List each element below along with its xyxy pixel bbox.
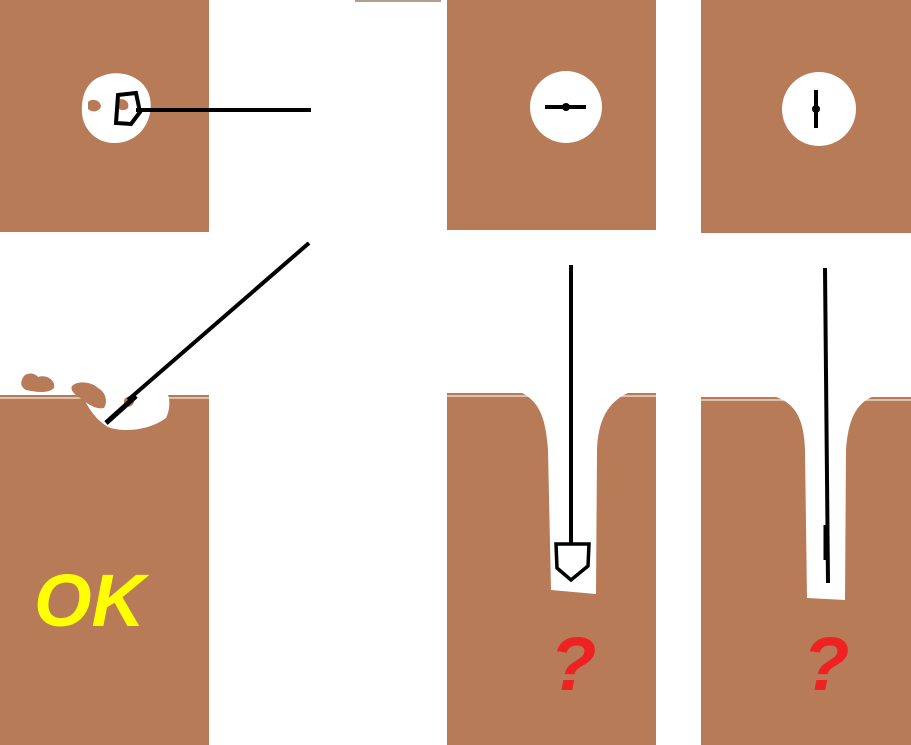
panel-2-deep-hole	[522, 393, 628, 594]
panel-3-shaft-center	[812, 105, 820, 113]
panel-2: ?	[447, 0, 656, 745]
panel-2-result-label: ?	[550, 622, 596, 707]
panel-3: ?	[701, 0, 911, 745]
panel-1-cutter-tip-icon	[113, 90, 143, 127]
panel-1-chip-left	[88, 99, 101, 112]
panel-1-chip-1	[21, 373, 55, 392]
panel-3-result-label: ?	[803, 622, 849, 707]
panel-2-spade-bit-icon	[554, 542, 591, 583]
panel-3-deep-hole	[776, 397, 872, 600]
panel-1-bottom-wood-block	[0, 395, 209, 745]
panel-3-drill-shaft	[823, 267, 830, 584]
panel-1-chip-2	[71, 382, 106, 409]
panel-1-chip-right	[117, 99, 129, 111]
panel-1-shaft-angled	[126, 241, 311, 402]
panel-2-shaft-center	[562, 103, 570, 111]
top-divider-line	[355, 0, 441, 2]
panel-1-cutter-tip-angled	[104, 394, 138, 425]
panel-1-result-label: OK	[34, 559, 150, 642]
panel-1: OK	[0, 0, 311, 745]
